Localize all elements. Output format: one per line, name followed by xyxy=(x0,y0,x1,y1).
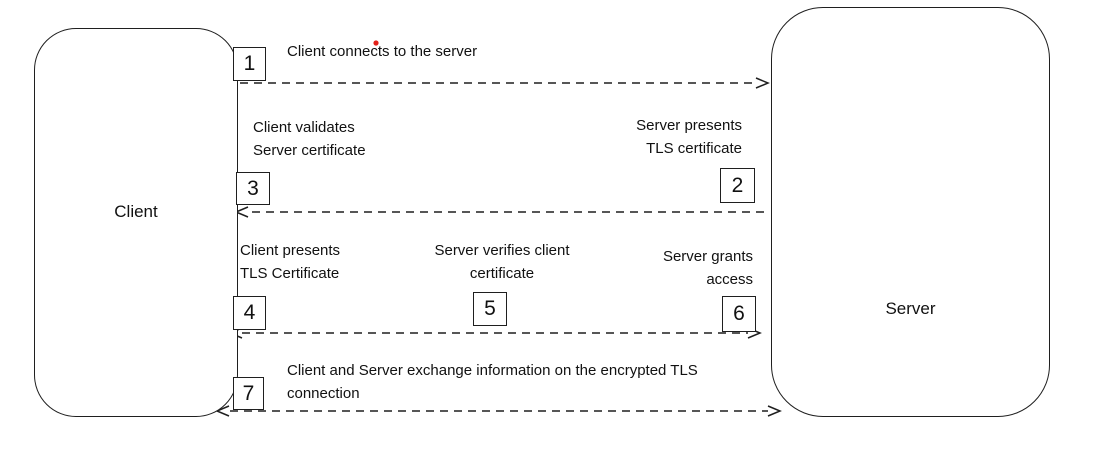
step-3-label: Client validates Server certificate xyxy=(253,119,366,159)
flow-arrow-1-right-head xyxy=(755,77,770,89)
red-dot xyxy=(373,40,379,46)
step-5-number-box: 5 xyxy=(473,292,507,326)
flow-arrow-4-right-head xyxy=(767,405,782,417)
server-node xyxy=(771,7,1050,417)
step-6-label: Server grants access xyxy=(662,248,753,288)
step-1-label: Client connects to the server xyxy=(287,43,478,60)
step-5-label: Server verifies client certificate xyxy=(434,242,570,282)
client-node xyxy=(34,28,238,417)
step-7-number-box: 7 xyxy=(233,377,264,410)
step-3-number-box: 3 xyxy=(236,172,270,205)
step-4-label: Client presents TLS Certificate xyxy=(240,242,341,282)
step-1-number-box: 1 xyxy=(233,47,266,81)
step-4-number-box: 4 xyxy=(233,296,266,330)
step-6-number-box: 6 xyxy=(722,296,756,332)
server-label: Server xyxy=(885,299,936,318)
step-2-label: Server presents TLS certificate xyxy=(636,117,742,157)
step-2-number-box: 2 xyxy=(720,168,755,203)
client-label: Client xyxy=(114,202,158,221)
step-7-label: Client and Server exchange information o… xyxy=(287,362,698,402)
